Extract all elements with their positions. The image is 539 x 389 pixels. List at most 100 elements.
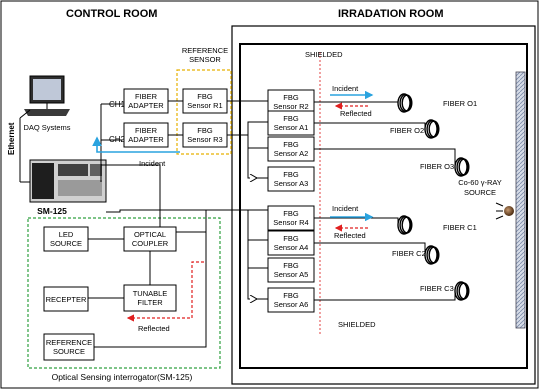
reflected-label-interrogator: Reflected (138, 324, 170, 333)
fiber-coil-icon (397, 93, 411, 113)
fiber-coil-icon (458, 282, 470, 300)
tunable-filter-line2: FILTER (137, 298, 163, 307)
fbg-irradiation-sensor-top: FBG (283, 234, 299, 243)
fiber-label: FIBER O2 (390, 126, 424, 135)
sm125-label: SM-125 (37, 206, 67, 216)
fbg-irradiation-sensor-bottom: Sensor A6 (274, 300, 309, 309)
fbg-irradiation-sensor-box (267, 136, 315, 162)
ethernet-cable (19, 109, 31, 119)
sm125-device-icon (29, 159, 107, 203)
irradiation-room-title: IRRADATION ROOM (338, 8, 444, 20)
wire (227, 121, 268, 136)
fiber-coil-icon (399, 215, 412, 235)
fiber-coil-icon (424, 245, 438, 265)
interrogator-caption: Optical Sensing interrogator(SM-125) (52, 372, 193, 382)
reflected-label-2: Reflected (334, 231, 366, 240)
reference-sensor-label-line2: SENSOR (189, 55, 221, 64)
fbg-irradiation-sensor-box (267, 89, 315, 115)
ch2-label: CH2 (109, 135, 126, 144)
fbg-irradiation-sensor-top: FBG (283, 114, 299, 123)
fiber-coil-icon (456, 281, 469, 301)
daq-computer-icon (24, 75, 70, 116)
fbg-irradiation-sensor-top: FBG (283, 291, 299, 300)
fiber-coil-icon (458, 158, 470, 176)
fbg-irradiation-sensor-box (267, 166, 315, 192)
source-label-line1: Co-60 γ-RAY (458, 178, 502, 187)
source-label-line2: SOURCE (464, 188, 496, 197)
fbg-irradiation-sensor-box (267, 230, 315, 256)
fbg-irradiation-sensor-top: FBG (283, 209, 299, 218)
fiber-adapter-ch1-line1: FIBER (135, 92, 158, 101)
ray-line (495, 202, 504, 207)
fbg-irradiation-sensor-bottom: Sensor A4 (274, 243, 309, 252)
fiber-coil-icon (454, 157, 468, 177)
wire (101, 164, 161, 227)
tunable-filter-line1: TUNABLE (133, 289, 168, 298)
control-room-title: CONTROL ROOM (66, 8, 157, 20)
fbg-sensor-r1-line1: FBG (197, 92, 213, 101)
recepter-box (43, 286, 89, 312)
fbg-sensor-r3-line2: Sensor R3 (187, 135, 222, 144)
fbg-irradiation-sensor-top: FBG (283, 261, 299, 270)
shielded-label-bottom: SHIELDED (338, 320, 376, 329)
fiber-adapter-ch2-line2: ADAPTER (128, 135, 164, 144)
fbg-irradiation-sensor-bottom: Sensor A5 (274, 270, 309, 279)
incident-arrow-control (92, 136, 180, 153)
interrogator-area (27, 217, 221, 369)
reference-source-line1: REFERENCE (46, 338, 92, 347)
fbg-irradiation-sensor-top: FBG (283, 93, 299, 102)
fiber-coil-icon (428, 246, 440, 264)
fbg-irradiation-sensor-top: FBG (283, 140, 299, 149)
fbg-irradiation-sensor-box (267, 287, 315, 313)
led-source-line1: LED (59, 230, 74, 239)
fbg-irradiation-sensor-box (267, 110, 315, 136)
fiber-coil-icon (399, 93, 412, 113)
reflected-arrow-interrogator (126, 261, 204, 322)
reflected-label-1: Reflected (340, 109, 372, 118)
recepter-label: RECEPTER (46, 295, 87, 304)
daq-label: DAQ Systems (23, 123, 70, 132)
reference-sensor-area (176, 69, 232, 155)
fbg-sensor-r1 (182, 88, 228, 114)
optical-coupler-line2: COUPLER (132, 239, 169, 248)
tunable-filter-box (123, 284, 177, 312)
fbg-irradiation-sensor-top: FBG (283, 170, 299, 179)
fbg-sensor-r3-line1: FBG (197, 126, 213, 135)
wire (106, 209, 206, 213)
fiber-coil-icon (428, 120, 440, 138)
fiber-coil-icon (401, 216, 413, 234)
reference-source-box (43, 333, 95, 361)
fbg-sensor-r3 (182, 122, 228, 148)
fbg-irradiation-sensor-bottom: Sensor R2 (273, 102, 308, 111)
ray-line (495, 215, 504, 220)
fiber-coil-icon (401, 94, 413, 112)
fiber-coil-icon (456, 157, 469, 177)
fiber-coil-icon (426, 119, 439, 139)
irradiation-room-outer-wall (231, 25, 536, 385)
fbg-irradiation-sensor-bottom: Sensor A1 (274, 123, 309, 132)
incident-label-2: Incident (332, 204, 359, 213)
fiber-label: FIBER C1 (443, 223, 477, 232)
shield-panel (515, 71, 526, 329)
fiber-label: FIBER O1 (443, 99, 477, 108)
fiber-adapter-ch1-line2: ADAPTER (128, 101, 164, 110)
ethernet-label: Ethernet (7, 122, 16, 155)
fiber-coil-icon (424, 119, 438, 139)
reference-sensor-label-line1: REFERENCE (182, 46, 228, 55)
fiber-adapter-ch2-line1: FIBER (135, 126, 158, 135)
fbg-irradiation-sensor-bottom: Sensor A3 (274, 179, 309, 188)
incident-label-1: Incident (332, 84, 359, 93)
shielded-label-top: SHIELDED (305, 50, 343, 59)
source-icon (504, 206, 514, 216)
reference-source-line2: SOURCE (53, 347, 85, 356)
fiber-coil-icon (397, 215, 411, 235)
fbg-irradiation-sensor-box (267, 205, 315, 231)
wire (94, 231, 207, 348)
fbg-sensor-r1-line2: Sensor R1 (187, 101, 222, 110)
fiber-coil-icon (454, 281, 468, 301)
led-source-line2: SOURCE (50, 239, 82, 248)
